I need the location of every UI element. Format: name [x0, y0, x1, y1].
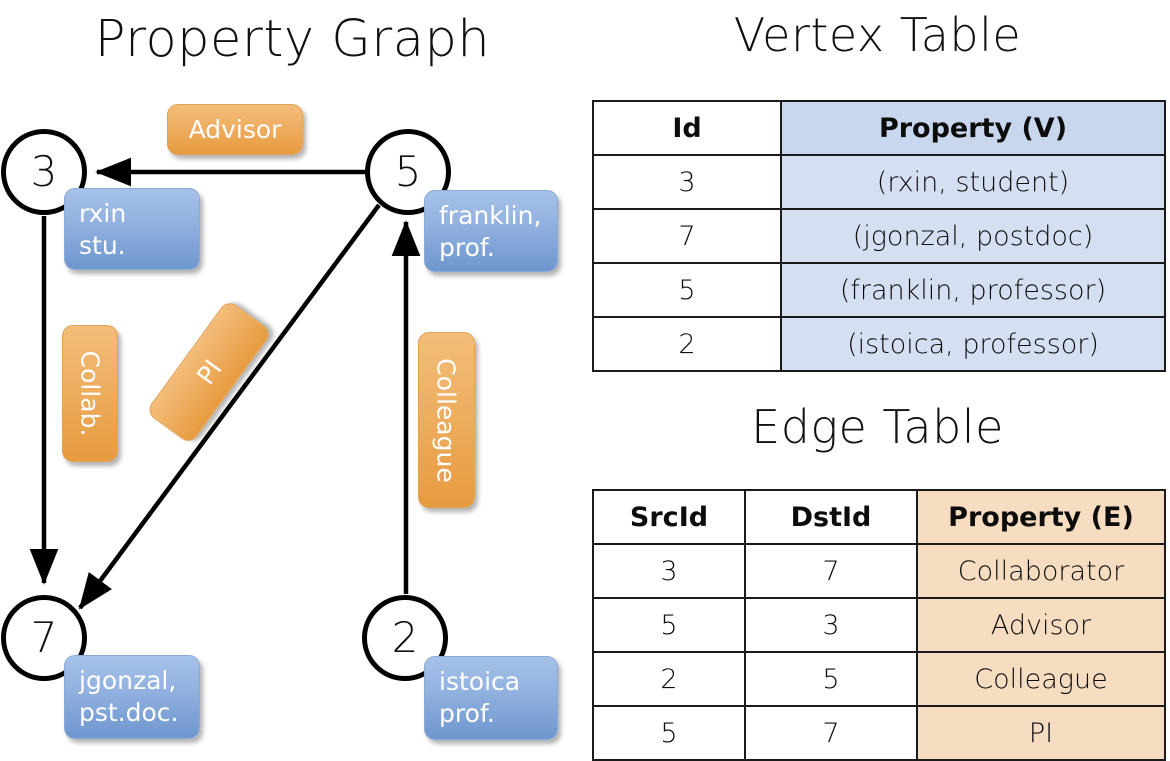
vertex-table: Id Property (V) 3 (rxin, student) 7 (jgo…: [592, 100, 1166, 372]
graph-edge-arrows: [29, 157, 421, 610]
vertex-property-box-franklin[interactable]: franklin, prof.: [424, 190, 558, 272]
edge-property-pi-label: PI: [190, 354, 228, 390]
table-row[interactable]: 3 7 Collaborator: [592, 543, 1166, 599]
page-title-vertex-table: Vertex Table: [733, 8, 1022, 62]
vertex-row-1-property: (jgonzal, postdoc): [780, 208, 1166, 264]
vertex-property-rxin-line2: stu.: [79, 231, 126, 260]
vertex-table-header-row: Id Property (V): [592, 100, 1166, 156]
page-title-edge-table: Edge Table: [751, 400, 1004, 454]
table-row[interactable]: 2 5 Colleague: [592, 651, 1166, 707]
edge-row-2-dst: 5: [744, 651, 918, 707]
vertex-row-2-id: 5: [592, 262, 782, 318]
edge-property-collab-label: Collab.: [75, 350, 105, 437]
vertex-property-istoica-line1: istoica: [439, 667, 521, 696]
edge-arrow-5-to-7: [78, 203, 381, 610]
property-graph-diagram: 3 5 7 2 rxin stu. franklin, prof. jgonza…: [0, 0, 585, 760]
table-row[interactable]: 3 (rxin, student): [592, 154, 1166, 210]
vertex-row-0-property: (rxin, student): [780, 154, 1166, 210]
vertex-property-franklin-line2: prof.: [439, 233, 495, 262]
edge-row-1-property: Advisor: [916, 597, 1166, 653]
edge-row-2-src: 2: [592, 651, 746, 707]
table-row[interactable]: 7 (jgonzal, postdoc): [592, 208, 1166, 264]
graph-node-2[interactable]: 2: [362, 595, 448, 681]
vertex-row-3-id: 2: [592, 316, 782, 372]
vertex-row-0-id: 3: [592, 154, 782, 210]
vertex-row-2-property: (franklin, professor): [780, 262, 1166, 318]
table-row[interactable]: 2 (istoica, professor): [592, 316, 1166, 372]
edge-row-0-src: 3: [592, 543, 746, 599]
graph-node-2-label: 2: [391, 613, 419, 662]
edge-row-2-property: Colleague: [916, 651, 1166, 707]
edge-table-header-srcid: SrcId: [592, 489, 746, 545]
edge-row-1-src: 5: [592, 597, 746, 653]
graph-node-5[interactable]: 5: [365, 129, 451, 215]
graph-node-5-label: 5: [394, 147, 422, 196]
edge-table-header-dstid: DstId: [744, 489, 918, 545]
edge-row-3-dst: 7: [744, 705, 918, 761]
vertex-row-1-id: 7: [592, 208, 782, 264]
vertex-property-franklin-line1: franklin,: [439, 201, 542, 230]
edge-property-box-collab[interactable]: Collab.: [62, 325, 118, 462]
vertex-table-header-id: Id: [592, 100, 782, 156]
table-row[interactable]: 5 7 PI: [592, 705, 1166, 761]
edge-row-0-property: Collaborator: [916, 543, 1166, 599]
graph-node-7-label: 7: [30, 613, 58, 662]
edge-table-header-row: SrcId DstId Property (E): [592, 489, 1166, 545]
edge-table-header-property: Property (E): [916, 489, 1166, 545]
edge-row-0-dst: 7: [744, 543, 918, 599]
vertex-property-box-istoica[interactable]: istoica prof.: [424, 656, 558, 740]
vertex-property-jgonzal-line2: pst.doc.: [79, 698, 179, 727]
vertex-property-istoica-line2: prof.: [439, 699, 495, 728]
edge-property-box-colleague[interactable]: Colleague: [418, 332, 475, 508]
edge-row-1-dst: 3: [744, 597, 918, 653]
table-row[interactable]: 5 3 Advisor: [592, 597, 1166, 653]
edge-property-colleague-label: Colleague: [432, 357, 462, 483]
vertex-table-header-property: Property (V): [780, 100, 1166, 156]
edge-row-3-src: 5: [592, 705, 746, 761]
edge-row-3-property: PI: [916, 705, 1166, 761]
edge-table: SrcId DstId Property (E) 3 7 Collaborato…: [592, 489, 1166, 761]
graph-node-3-label: 3: [30, 147, 58, 196]
edge-property-box-advisor[interactable]: Advisor: [167, 104, 303, 155]
table-row[interactable]: 5 (franklin, professor): [592, 262, 1166, 318]
page-title-property-graph: Property Graph: [94, 10, 491, 69]
vertex-property-rxin-line1: rxin: [79, 199, 127, 228]
vertex-row-3-property: (istoica, professor): [780, 316, 1166, 372]
vertex-property-jgonzal-line1: jgonzal,: [79, 666, 177, 695]
edge-property-advisor-label: Advisor: [188, 115, 282, 144]
vertex-property-box-jgonzal[interactable]: jgonzal, pst.doc.: [64, 655, 200, 739]
vertex-property-box-rxin[interactable]: rxin stu.: [64, 188, 200, 270]
